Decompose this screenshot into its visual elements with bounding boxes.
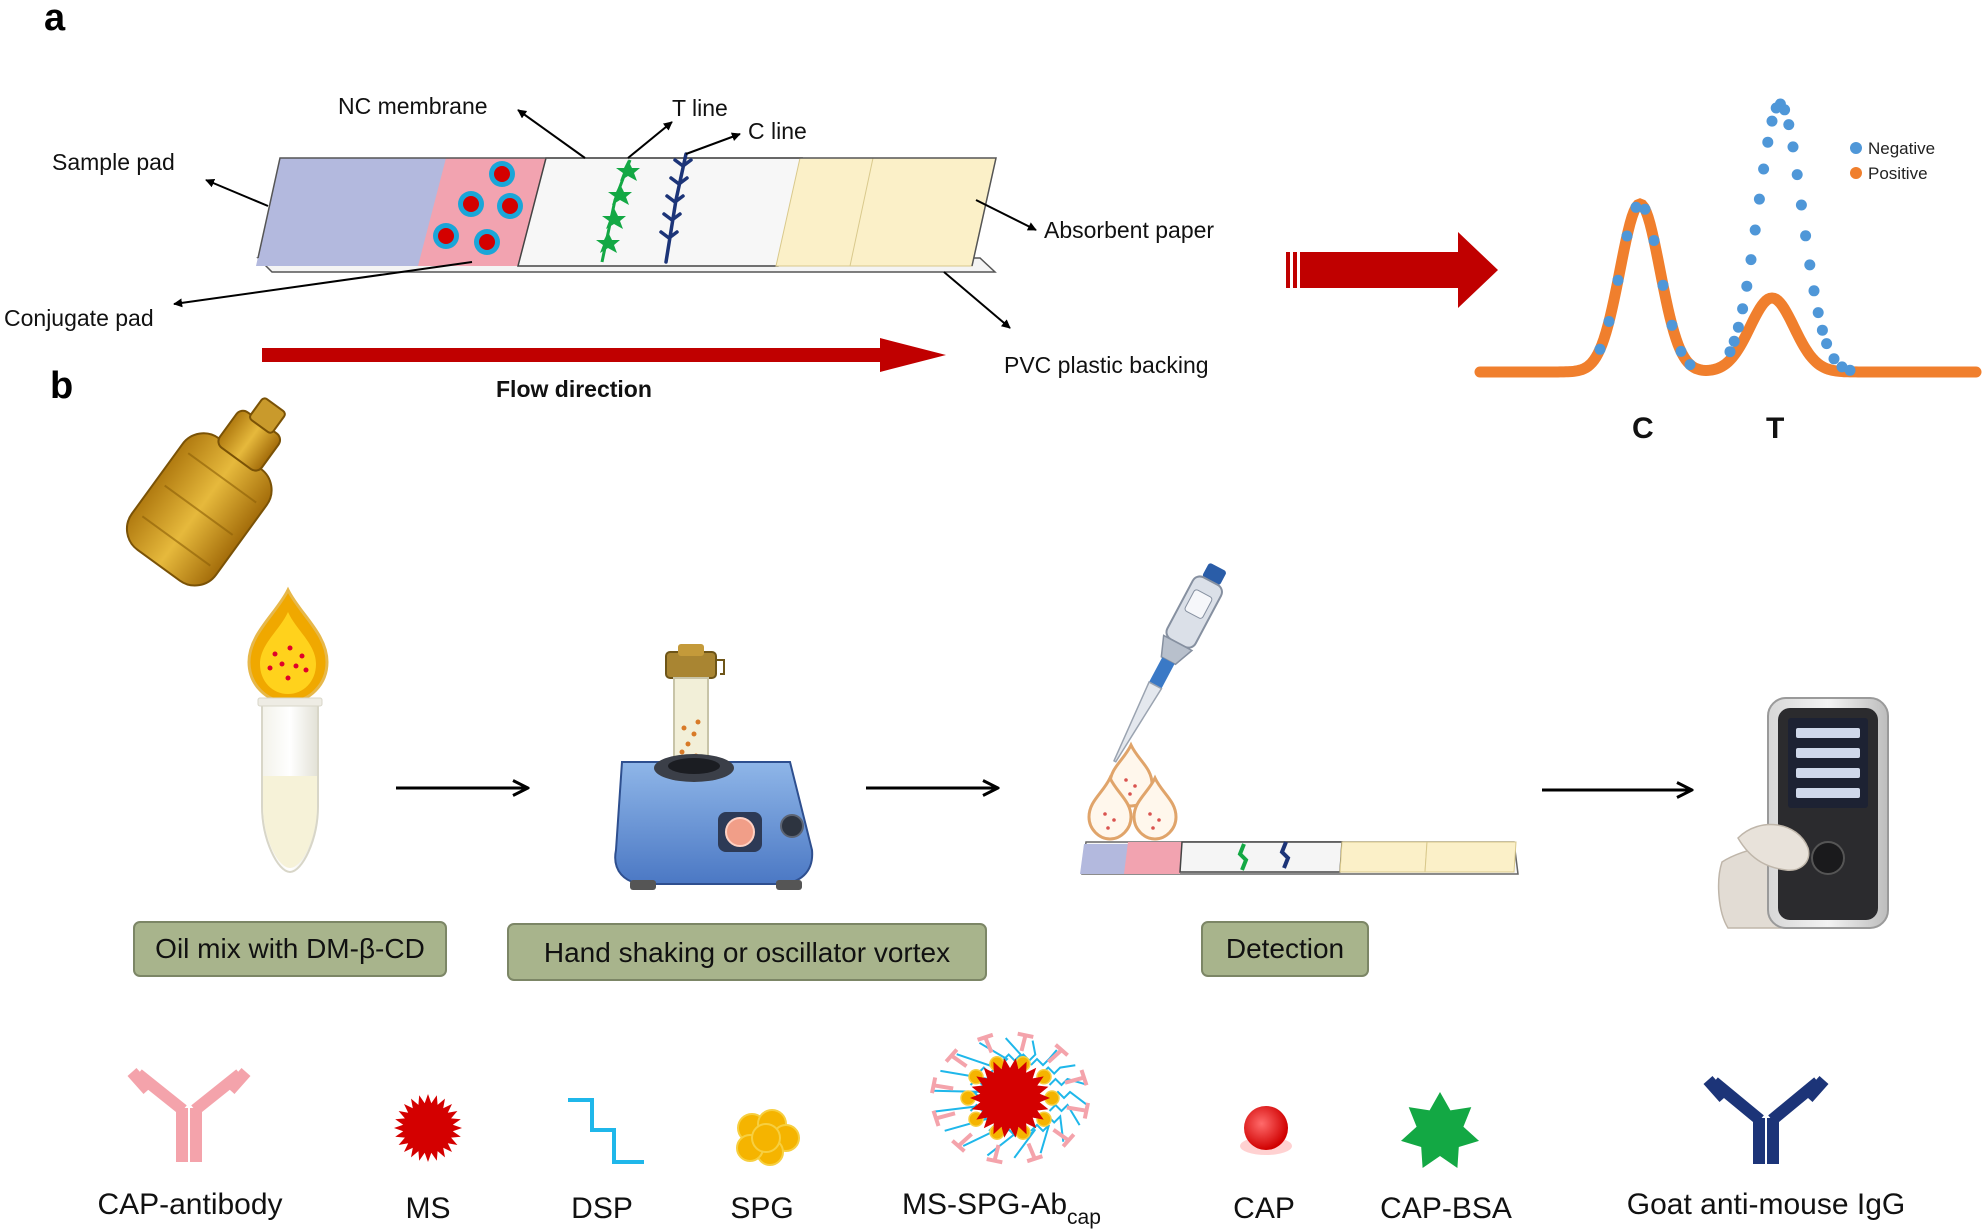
t-line-marks [596,159,640,263]
detection-strip-icon [1080,841,1519,875]
ms-icon [394,1094,462,1162]
step2-box [507,923,987,981]
legend-complex: MS-SPG-Abcap [902,1188,1101,1229]
spg-icon [736,1109,800,1166]
flow-direction-arrow [262,338,946,372]
label-nc-membrane: NC membrane [338,93,488,119]
lateral-flow-strip [256,152,997,273]
panel-label-b: b [50,365,73,407]
legend-spg: SPG [730,1192,793,1225]
signal-plot: Negative Positive C T [1474,98,1982,445]
oil-bottle-icon [125,397,286,587]
peak-label-c: C [1632,412,1654,445]
step3-label: Detection [1226,933,1344,964]
step2-label: Hand shaking or oscillator vortex [544,937,950,968]
peak-label-t: T [1766,412,1784,445]
dsp-icon [568,1098,644,1164]
step1-box [133,921,447,977]
cap-antibody-icon [127,1068,251,1162]
conjugate-particles [433,161,523,255]
legend-negative: Negative [1868,139,1935,158]
positive-curve [1474,198,1982,378]
negative-dots [1594,98,1856,376]
cap-bsa-icon [1401,1092,1479,1168]
legend-positive: Positive [1868,164,1928,183]
complex-icon [930,1031,1090,1165]
legend-goat-igg: Goat anti-mouse IgG [1627,1188,1905,1221]
legend-ms: MS [406,1192,451,1225]
step3-box [1201,921,1369,977]
legend-dsp: DSP [571,1192,633,1225]
oil-drop-icon [247,586,329,704]
panel-label-a: a [44,0,66,39]
pipette-icon [1113,563,1226,763]
legend-cap: CAP [1233,1192,1295,1225]
transition-arrow [1286,232,1498,308]
strip-outline [257,157,997,267]
nc-membrane [517,157,803,267]
label-t-line: T line [672,95,728,121]
sample-tube-icon [257,697,323,874]
label-c-line: C line [748,118,807,144]
c-line-marks [659,152,693,264]
absorbent-pad-2 [849,157,997,267]
label-pvc-backing: PVC plastic backing [1004,352,1209,378]
label-conjugate-pad: Conjugate pad [4,305,154,331]
legend-cap-bsa: CAP-BSA [1380,1192,1512,1225]
vortex-mixer-icon [614,644,814,890]
label-flow-direction: Flow direction [496,376,652,402]
step1-label: Oil mix with DM-β-CD [155,933,425,964]
sample-droplets-icon [1087,741,1178,841]
goat-igg-icon [1703,1076,1829,1164]
sample-pad [256,158,450,266]
label-sample-pad: Sample pad [52,149,175,175]
reader-device-icon [1717,697,1889,929]
legend-cap-antibody: CAP-antibody [97,1188,282,1221]
cap-icon [1240,1106,1292,1155]
label-absorbent-paper: Absorbent paper [1044,217,1214,243]
